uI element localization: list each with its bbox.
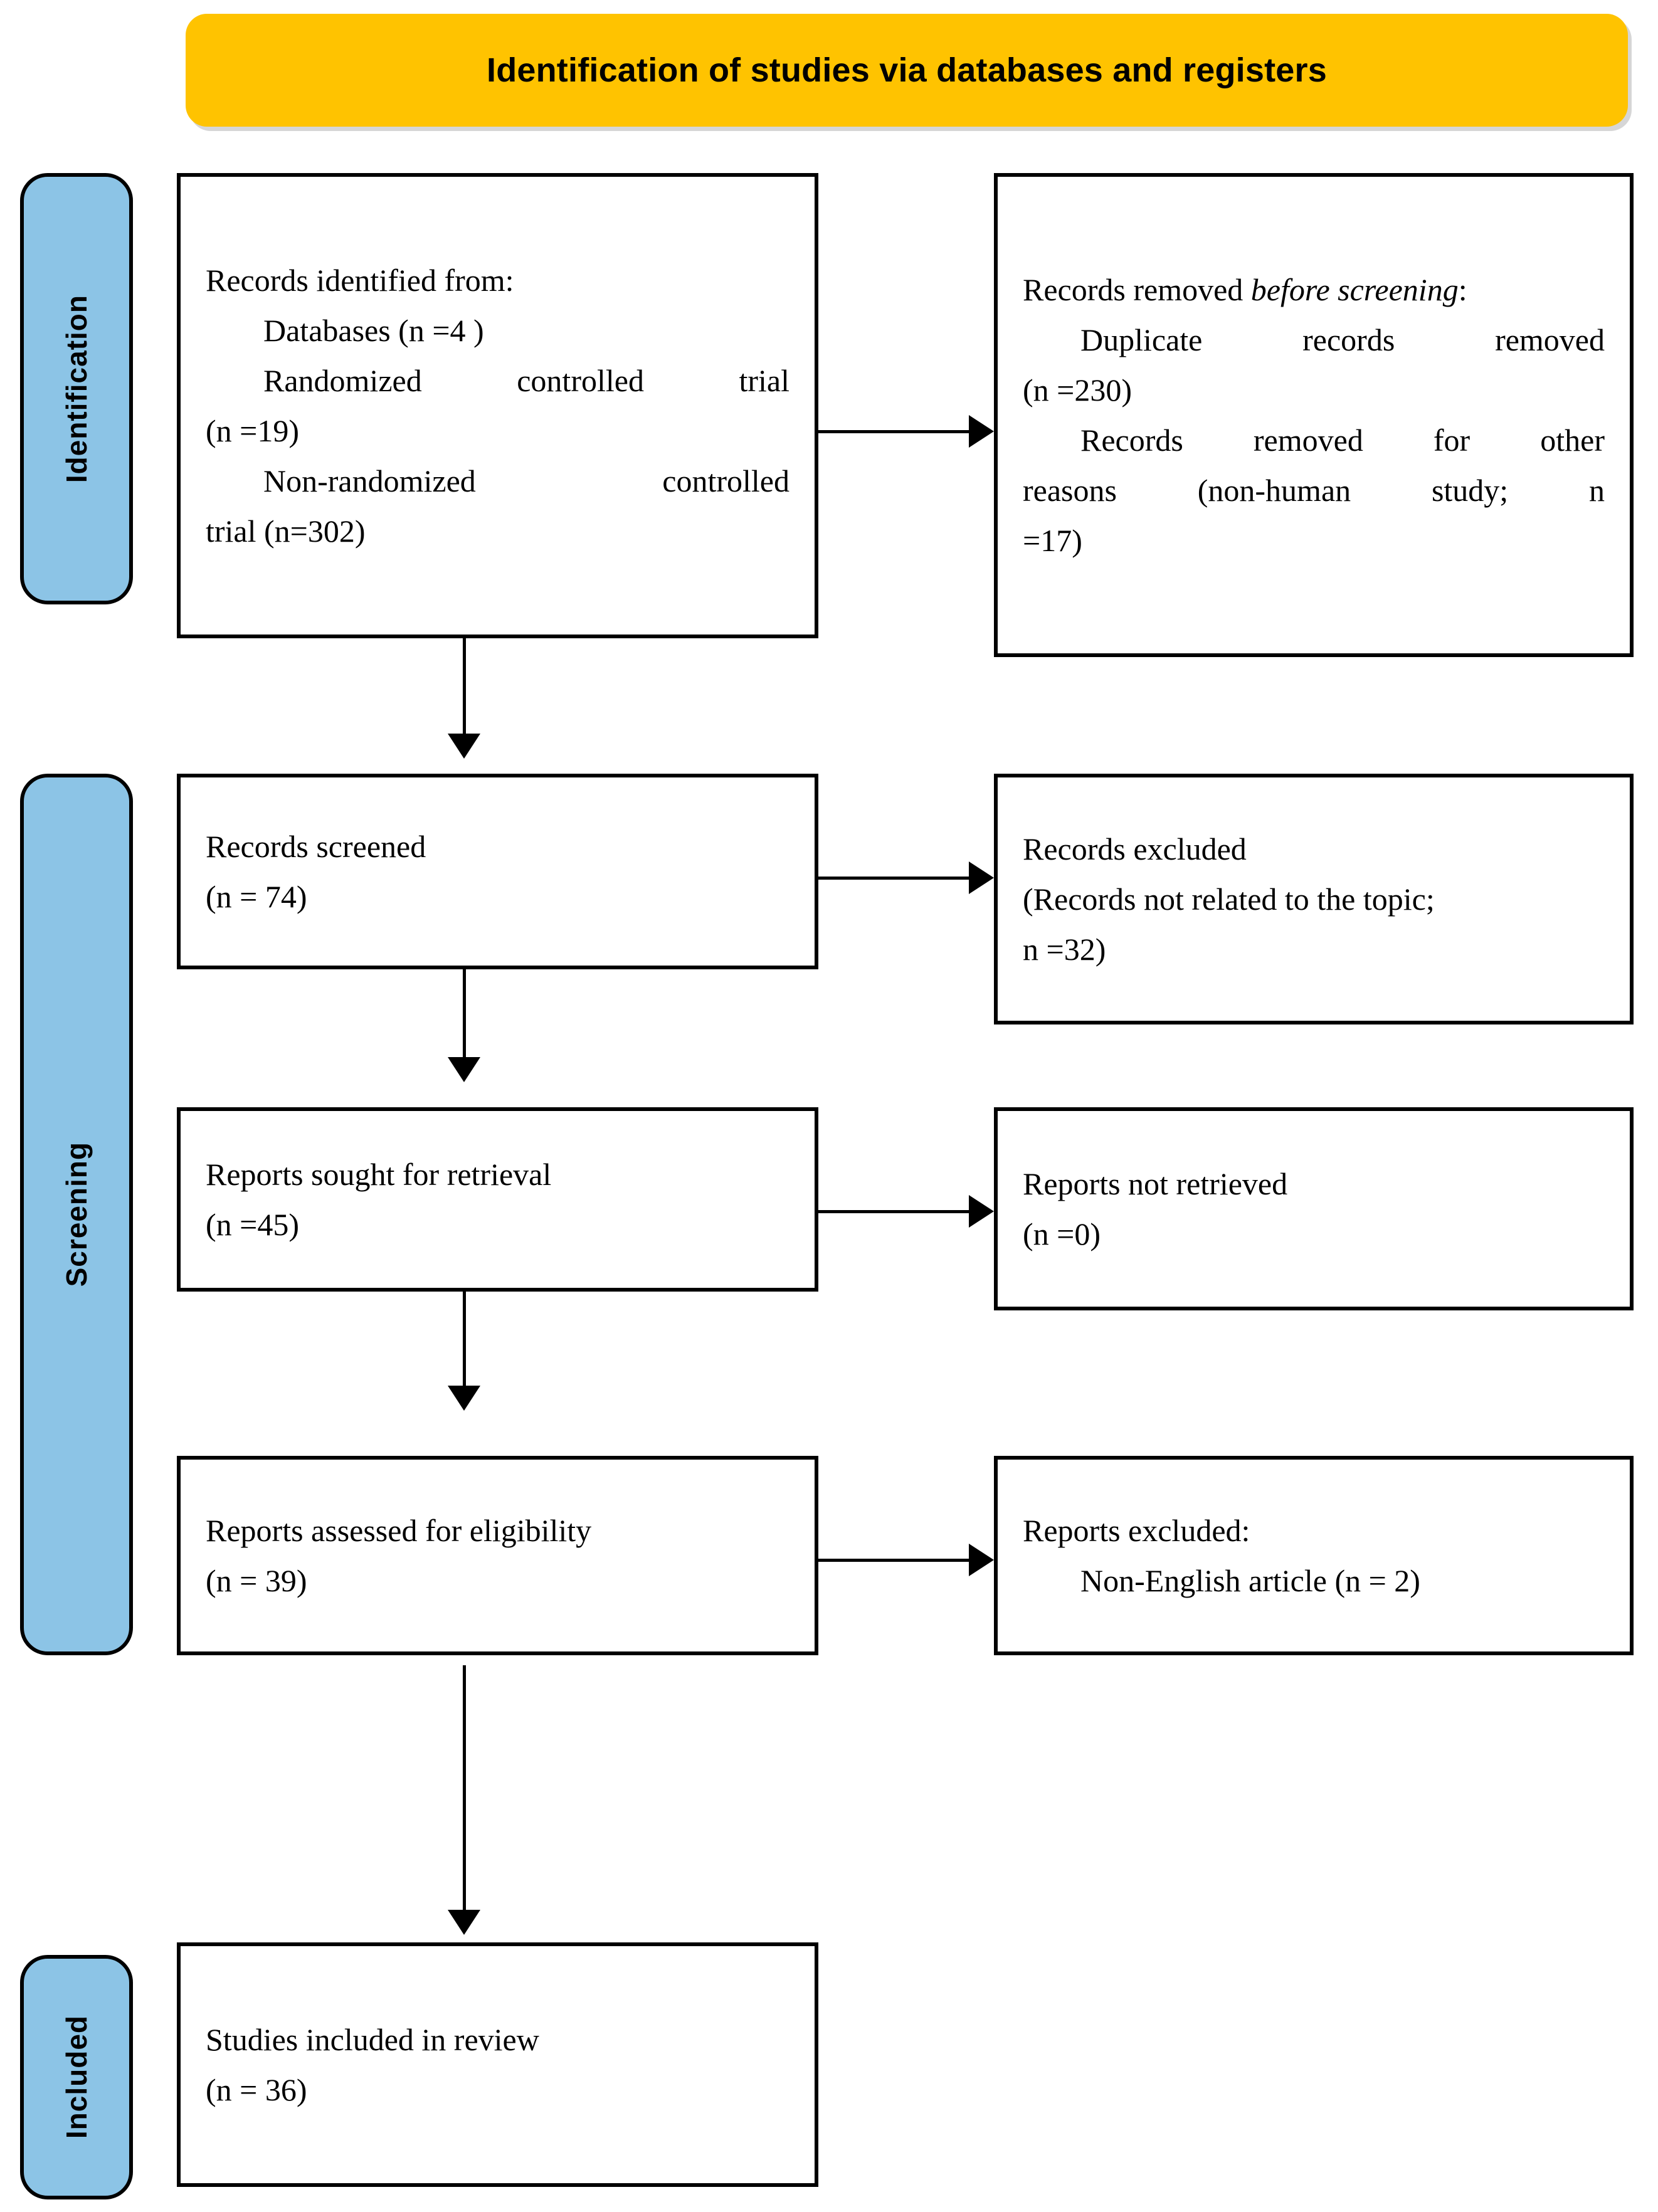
reports-assessed-line-2: (n = 39) xyxy=(206,1563,307,1598)
arrow-line-assessed-to-included xyxy=(463,1665,466,1916)
records-identified-line-6: trial (n=302) xyxy=(206,514,366,549)
records-excluded-line-1: Records excluded xyxy=(1023,831,1247,866)
arrow-head-sought-to-not-retrieved xyxy=(969,1195,994,1228)
arrow-line-identified-to-screened xyxy=(463,638,466,740)
records-removed-line-1-italic: before screening xyxy=(1250,272,1459,307)
arrow-line-assessed-to-excluded xyxy=(818,1559,969,1562)
arrow-head-screened-to-excluded xyxy=(969,861,994,894)
reports-excluded-line-1: Reports excluded: xyxy=(1023,1513,1250,1548)
records-removed-line-3: (n =230) xyxy=(1023,372,1132,408)
records-screened-line-1: Records screened xyxy=(206,829,426,864)
box-studies-included-in-review: Studies included in review (n = 36) xyxy=(177,1942,818,2187)
diagram-header-banner: Identification of studies via databases … xyxy=(186,14,1628,127)
records-removed-line-4: Records removed for other xyxy=(1080,423,1605,458)
box-records-excluded: Records excluded (Records not related to… xyxy=(994,774,1634,1024)
records-identified-line-3: Randomized controlled trial xyxy=(263,363,789,398)
arrow-line-screened-to-sought xyxy=(463,969,466,1063)
records-identified-line-5: Non-randomized controlled xyxy=(263,463,789,498)
records-screened-line-2: (n = 74) xyxy=(206,879,307,914)
records-removed-line-1-plain: Records removed xyxy=(1023,272,1251,307)
stage-bar-identification: Identification xyxy=(20,173,133,604)
stage-label-included: Included xyxy=(60,2015,93,2139)
arrow-head-assessed-to-included xyxy=(448,1910,480,1935)
stage-label-identification: Identification xyxy=(60,294,93,483)
arrow-line-sought-to-not-retrieved xyxy=(818,1210,969,1213)
records-excluded-line-3: n =32) xyxy=(1023,932,1106,967)
studies-included-line-1: Studies included in review xyxy=(206,2022,539,2057)
reports-not-retrieved-line-1: Reports not retrieved xyxy=(1023,1166,1288,1201)
box-reports-not-retrieved: Reports not retrieved (n =0) xyxy=(994,1107,1634,1310)
box-reports-excluded: Reports excluded: Non-English article (n… xyxy=(994,1456,1634,1655)
diagram-title: Identification of studies via databases … xyxy=(487,51,1327,89)
stage-bar-included: Included xyxy=(20,1955,133,2199)
arrow-line-sought-to-assessed xyxy=(463,1292,466,1392)
records-removed-line-6: =17) xyxy=(1023,523,1082,558)
records-removed-line-1-tail: : xyxy=(1458,272,1467,307)
records-removed-line-2: Duplicate records removed xyxy=(1080,322,1605,357)
reports-assessed-line-1: Reports assessed for eligibility xyxy=(206,1513,592,1548)
arrow-head-screened-to-sought xyxy=(448,1057,480,1082)
arrow-line-identified-to-removed xyxy=(818,430,969,433)
reports-excluded-line-2: Non-English article (n = 2) xyxy=(1080,1563,1420,1598)
arrow-head-assessed-to-excluded xyxy=(969,1544,994,1576)
stage-label-screening: Screening xyxy=(60,1142,93,1287)
reports-not-retrieved-line-2: (n =0) xyxy=(1023,1216,1101,1251)
box-records-identified: Records identified from: Databases (n =4… xyxy=(177,173,818,638)
box-reports-assessed-for-eligibility: Reports assessed for eligibility (n = 39… xyxy=(177,1456,818,1655)
box-records-screened: Records screened (n = 74) xyxy=(177,774,818,969)
records-removed-line-1: Records removed before screening: xyxy=(1023,265,1605,315)
records-identified-line-4: (n =19) xyxy=(206,413,299,448)
arrow-head-identified-to-removed xyxy=(969,415,994,448)
reports-sought-line-1: Reports sought for retrieval xyxy=(206,1157,552,1192)
box-records-removed-before-screening: Records removed before screening: Duplic… xyxy=(994,173,1634,657)
arrow-line-screened-to-excluded xyxy=(818,877,969,880)
reports-sought-line-2: (n =45) xyxy=(206,1207,299,1242)
records-excluded-line-2: (Records not related to the topic; xyxy=(1023,882,1435,917)
arrow-head-identified-to-screened xyxy=(448,734,480,759)
records-identified-line-1: Records identified from: xyxy=(206,263,514,298)
records-identified-line-2: Databases (n =4 ) xyxy=(263,313,484,348)
box-reports-sought-for-retrieval: Reports sought for retrieval (n =45) xyxy=(177,1107,818,1292)
stage-bar-screening: Screening xyxy=(20,774,133,1655)
arrow-head-sought-to-assessed xyxy=(448,1386,480,1411)
studies-included-line-2: (n = 36) xyxy=(206,2072,307,2107)
records-removed-line-5: reasons (non-human study; n xyxy=(1023,473,1605,508)
